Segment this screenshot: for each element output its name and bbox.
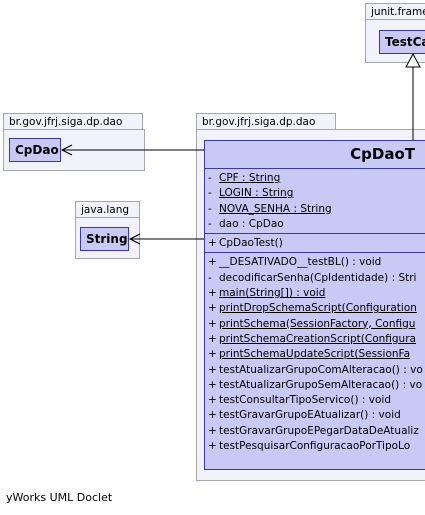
method-text: testConsultarTipoServico() : void xyxy=(219,394,391,407)
package-label: junit.frame xyxy=(365,3,425,19)
visibility-marker: + xyxy=(208,409,217,422)
visibility-marker: + xyxy=(208,256,217,269)
method-item: +testAtualizarGrupoComAlteracao() : vo xyxy=(205,363,425,378)
method-text: printDropSchemaScript(Configuration xyxy=(219,302,417,315)
visibility-marker: + xyxy=(208,302,217,315)
method-text: testGravarGrupoEAtualizar() : void xyxy=(219,409,401,422)
method-item: +printDropSchemaScript(Configuration xyxy=(205,301,425,316)
constructors-section: +CpDaoTest() xyxy=(205,234,425,254)
visibility-marker: + xyxy=(208,440,217,453)
association-arrowhead-string xyxy=(128,233,141,245)
footer-label: yWorks UML Doclet xyxy=(6,491,113,504)
method-item: +__DESATIVADO__testBL() : void xyxy=(205,255,425,270)
attributes-section: -CPF : String-LOGIN : String-NOVA_SENHA … xyxy=(205,169,425,235)
attribute-item: -NOVA_SENHA : String xyxy=(205,202,425,217)
visibility-marker: + xyxy=(208,348,217,361)
method-item: +testConsultarTipoServico() : void xyxy=(205,393,425,408)
attribute-text: CPF : String xyxy=(219,172,281,184)
visibility-marker: + xyxy=(208,363,217,376)
method-text: testAtualizarGrupoComAlteracao() : vo xyxy=(219,363,423,376)
visibility-marker: + xyxy=(208,424,217,437)
method-item: +main(String[]) : void xyxy=(205,286,425,301)
constructor-item: +CpDaoTest() xyxy=(205,236,425,251)
visibility-marker: + xyxy=(208,332,217,345)
method-text: main(String[]) : void xyxy=(219,287,326,300)
method-item: +printSchema(SessionFactory, Configu xyxy=(205,317,425,332)
method-item: -decodificarSenha(CpIdentidade) : Stri xyxy=(205,271,425,286)
class-cpdao[interactable]: CpDao xyxy=(9,138,61,162)
class-testcase[interactable]: TestCa xyxy=(379,30,425,54)
visibility-marker: + xyxy=(208,287,217,300)
method-item: +testAtualizarGrupoSemAlteracao() : vo xyxy=(205,378,425,393)
method-item: +testGravarGrupoEPegarDataDeAtualiz xyxy=(205,424,425,439)
class-string[interactable]: String xyxy=(80,227,129,251)
method-item: +testGravarGrupoEAtualizar() : void xyxy=(205,408,425,423)
visibility-marker: + xyxy=(208,317,217,330)
method-text: testAtualizarGrupoSemAlteracao() : vo xyxy=(219,378,423,391)
attribute-text: dao : CpDao xyxy=(219,217,284,230)
attribute-item: -dao : CpDao xyxy=(205,217,425,232)
visibility-marker: - xyxy=(208,217,212,230)
visibility-marker: - xyxy=(208,172,212,184)
attribute-text: LOGIN : String xyxy=(219,187,294,200)
generalization-arrowhead xyxy=(405,52,421,68)
method-text: testGravarGrupoEPegarDataDeAtualiz xyxy=(219,424,419,437)
method-item: +printSchemaCreationScript(Configura xyxy=(205,332,425,347)
method-text: testPesquisarConfiguracaoPorTipoLo xyxy=(219,440,411,453)
attribute-item: -CPF : String xyxy=(205,171,425,186)
method-text: printSchema(SessionFactory, Configu xyxy=(219,317,416,330)
association-arrowhead-cpdao xyxy=(60,144,73,156)
method-text: __DESATIVADO__testBL() : void xyxy=(219,256,382,269)
package-label: java.lang xyxy=(75,201,140,217)
package-label: br.gov.jfrj.siga.dp.dao xyxy=(3,113,143,129)
method-text: decodificarSenha(CpIdentidade) : Stri xyxy=(219,271,417,284)
visibility-marker: + xyxy=(208,394,217,407)
method-text: printSchemaUpdateScript(SessionFa xyxy=(219,348,411,361)
class-name: CpDaoT xyxy=(205,141,425,169)
class-cpdaotest[interactable]: CpDaoT -CPF : String-LOGIN : String-NOVA… xyxy=(204,140,425,470)
visibility-marker: - xyxy=(208,187,212,200)
method-item: +printSchemaUpdateScript(SessionFa xyxy=(205,347,425,362)
attribute-text: NOVA_SENHA : String xyxy=(219,202,332,215)
package-label: br.gov.jfrj.siga.dp.dao xyxy=(196,113,336,129)
attribute-item: -LOGIN : String xyxy=(205,186,425,201)
visibility-marker: - xyxy=(208,271,212,284)
visibility-marker: + xyxy=(208,378,217,391)
constructor-text: CpDaoTest() xyxy=(219,237,283,250)
method-item: +testPesquisarConfiguracaoPorTipoLo xyxy=(205,439,425,454)
visibility-marker: - xyxy=(208,202,212,215)
method-text: printSchemaCreationScript(Configura xyxy=(219,332,416,345)
visibility-marker: + xyxy=(208,237,217,250)
methods-section: +__DESATIVADO__testBL() : void-decodific… xyxy=(205,253,425,455)
